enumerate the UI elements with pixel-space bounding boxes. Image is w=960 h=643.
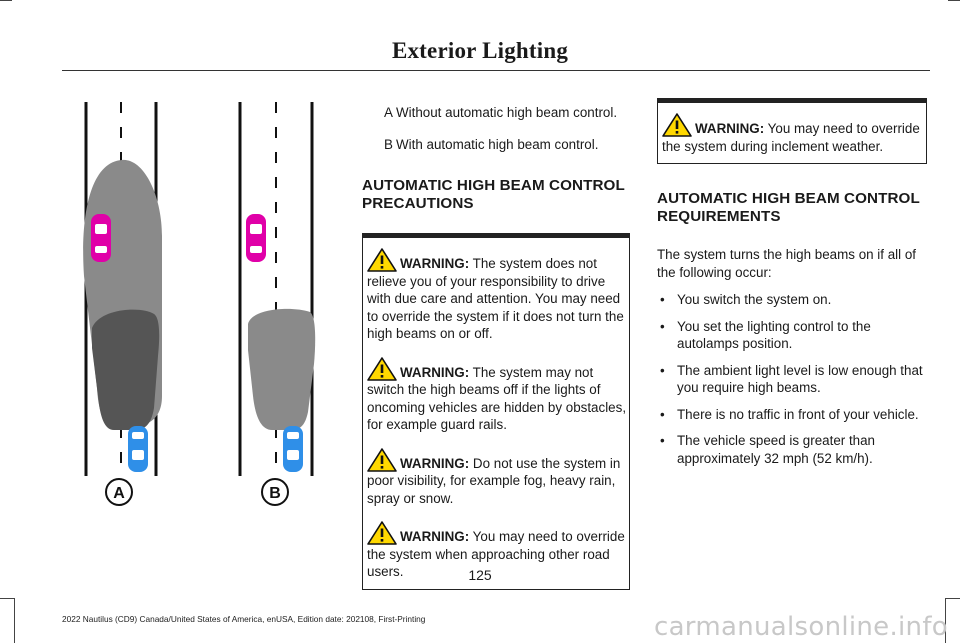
beam-pattern-low	[92, 309, 160, 430]
bullet: •	[660, 292, 665, 307]
warning-item: WARNING: Do not use the system in poor v…	[367, 447, 629, 508]
warning-triangle-icon	[367, 521, 397, 545]
callout-b: B	[261, 478, 289, 506]
page-title: Exterior Lighting	[391, 38, 569, 63]
legend-text: With automatic high beam control.	[396, 136, 599, 152]
warning-label: WARNING:	[400, 364, 470, 380]
crop-mark	[0, 0, 12, 1]
crop-mark	[945, 598, 946, 643]
crop-mark	[948, 0, 960, 1]
own-car-b	[283, 426, 303, 472]
footer-edition-text: 2022 Nautilus (CD9) Canada/United States…	[62, 614, 426, 624]
list-item-text: You set the lighting control to the auto…	[677, 318, 871, 352]
crop-mark	[14, 598, 15, 643]
warning-label: WARNING:	[695, 121, 765, 136]
bullet: •	[660, 406, 665, 422]
warning-triangle-icon	[367, 356, 397, 381]
oncoming-car-b	[246, 214, 266, 262]
warning-text: The system may not switch the high beams…	[367, 364, 627, 433]
callout-a: A	[105, 478, 133, 506]
warning-triangle-icon	[367, 248, 397, 272]
svg-text:A: A	[113, 485, 125, 502]
warning-item: WARNING: You may need to override the sy…	[662, 113, 926, 155]
warning-item: WARNING: The system does not relieve you…	[367, 248, 629, 343]
warning-text: Do not use the system in poor visibility…	[367, 455, 621, 506]
warning-label: WARNING:	[400, 256, 470, 271]
warning-label: WARNING:	[400, 455, 470, 471]
list-item: • The vehicle speed is greater than appro…	[657, 432, 927, 467]
legend-key: B	[384, 136, 393, 152]
section-heading: AUTOMATIC HIGH BEAM CONTROL REQUIREMENTS	[657, 190, 920, 225]
list-item: • The ambient light level is low enough t…	[657, 362, 927, 397]
left-text-column: A Without automatic high beam control. B…	[362, 104, 630, 590]
bullet: •	[660, 362, 665, 378]
crop-mark	[946, 598, 960, 599]
legend-item: A Without automatic high beam control.	[362, 104, 630, 122]
page-number: 125	[468, 567, 492, 583]
oncoming-car-a	[91, 214, 111, 262]
warning-triangle-icon	[367, 447, 397, 472]
list-item: • You set the lighting control to the aut…	[657, 318, 927, 353]
bullet: •	[660, 318, 665, 334]
list-item-text: You switch the system on.	[677, 292, 832, 307]
high-beam-illustration: A B	[83, 102, 316, 506]
warning-text: You may need to override the system when…	[367, 529, 625, 579]
warning-text: You may need to override the system duri…	[662, 121, 920, 154]
warning-box: WARNING: You may need to override the sy…	[657, 98, 927, 164]
warning-label: WARNING:	[400, 529, 470, 544]
warning-item: WARNING: You may need to override the sy…	[367, 521, 629, 581]
right-text-column: WARNING: You may need to override the sy…	[657, 98, 927, 476]
watermark: carmanualsonline.info	[653, 612, 948, 642]
header-rule	[62, 70, 930, 71]
list-item: • You switch the system on.	[657, 291, 927, 309]
warning-triangle-icon	[662, 113, 692, 137]
list-item-text: The vehicle speed is greater than approx…	[677, 433, 876, 466]
requirements-intro: The system turns the high beams on if al…	[657, 247, 917, 280]
crop-mark	[0, 598, 14, 599]
warning-item: WARNING: The system may not switch the h…	[367, 356, 629, 434]
legend-text: Without automatic high beam control.	[396, 105, 618, 120]
list-item-text: There is no traffic in front of your veh…	[677, 406, 919, 422]
list-item: • There is no traffic in front of your ve…	[657, 406, 927, 424]
beam-pattern-b	[248, 308, 316, 430]
legend-item: B With automatic high beam control.	[362, 136, 630, 154]
requirements-list: • You switch the system on. • You set the …	[657, 291, 927, 467]
svg-text:B: B	[269, 485, 281, 502]
own-car-a	[128, 426, 148, 472]
bullet: •	[660, 433, 665, 448]
legend-key: A	[384, 105, 393, 120]
list-item-text: The ambient light level is low enough th…	[677, 362, 923, 396]
road-b	[238, 102, 314, 476]
warning-box: WARNING: The system does not relieve you…	[362, 233, 630, 590]
warning-text: The system does not relieve you of your …	[367, 256, 624, 341]
section-heading: AUTOMATIC HIGH BEAM CONTROL PRECAUTIONS	[362, 177, 625, 212]
